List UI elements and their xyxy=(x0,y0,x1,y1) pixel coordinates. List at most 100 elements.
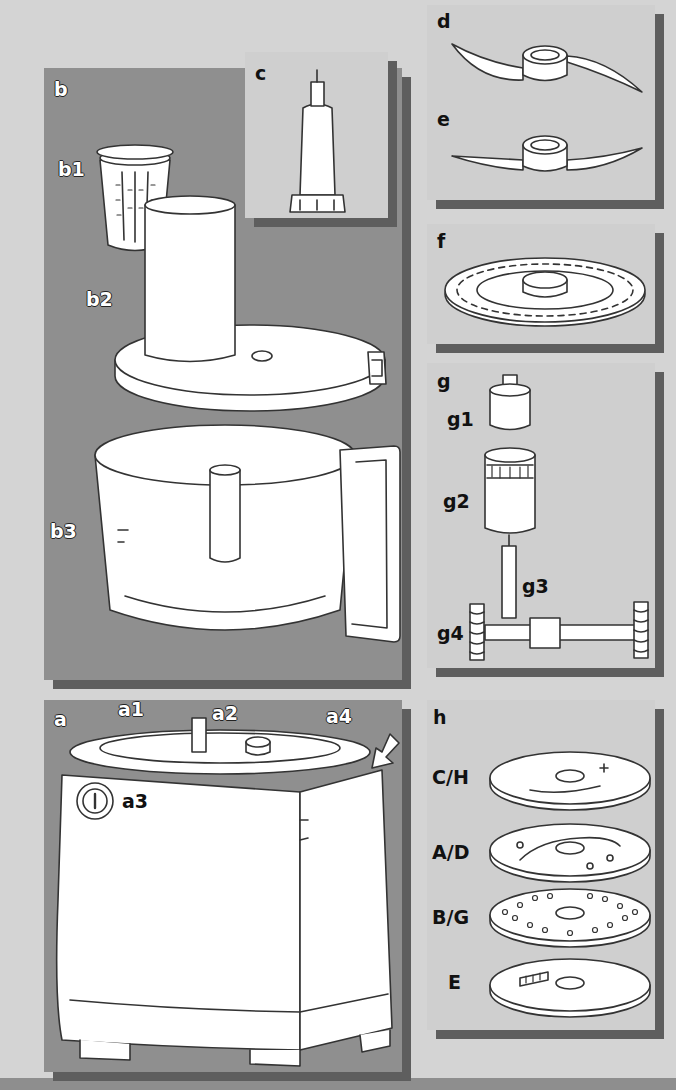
cutting-discs-drawing xyxy=(503,910,508,915)
emulsifying-disc-drawing xyxy=(457,264,633,316)
cutting-discs-drawing xyxy=(490,959,650,1011)
motor-base-drawing xyxy=(300,770,392,1050)
motor-base-drawing xyxy=(246,737,270,747)
part-label: g1 xyxy=(447,408,474,431)
motor-base-drawing xyxy=(80,1030,390,1066)
lid-drawing xyxy=(115,196,386,411)
part-label: g4 xyxy=(437,622,464,645)
cutting-discs-drawing xyxy=(556,977,584,989)
motor-base-drawing xyxy=(100,733,340,763)
bowl-drawing xyxy=(125,596,325,612)
label-holder: b1 xyxy=(58,158,85,181)
cutting-discs-drawing xyxy=(490,752,650,1017)
whisk-drawing xyxy=(519,467,520,478)
whisk-drawing xyxy=(485,625,635,640)
lid-drawing xyxy=(145,196,235,214)
pusher-drawing xyxy=(100,151,170,165)
part-label: b2 xyxy=(86,288,113,311)
pusher-drawing xyxy=(116,184,120,185)
bowl-drawing xyxy=(210,465,240,475)
chopping-blade-drawing xyxy=(452,44,642,92)
emulsifying-disc-drawing xyxy=(523,280,567,297)
label-holder: g3 xyxy=(522,575,549,598)
part-label: a3 xyxy=(122,790,148,813)
whisk-drawing xyxy=(503,375,517,387)
cutting-discs-drawing xyxy=(490,778,650,810)
pusher-drawing xyxy=(116,199,120,200)
parts-panel: hC/HA/DB/GE xyxy=(427,700,655,1030)
panel-letter: b xyxy=(54,78,68,101)
whisk-drawing xyxy=(499,467,500,478)
label-holder: a3 xyxy=(122,790,148,813)
cutting-discs-drawing xyxy=(520,972,548,986)
parts-panel: g g1 g2 g3 g4 xyxy=(427,363,655,668)
pusher-drawing xyxy=(116,185,155,215)
whisk-drawing xyxy=(530,618,560,648)
part-label: a4 xyxy=(326,705,352,728)
lid-drawing xyxy=(372,360,382,376)
bowl-drawing xyxy=(118,530,128,542)
emulsifying-disc-drawing xyxy=(477,271,613,309)
whisk-drawing xyxy=(634,602,648,658)
label-holder: A/D xyxy=(432,841,469,864)
part-label: E xyxy=(448,971,461,994)
panel-letter: f xyxy=(437,230,445,253)
cutting-discs-drawing xyxy=(518,903,523,908)
cutting-discs-drawing xyxy=(588,894,593,899)
whisk-drawing xyxy=(502,546,516,618)
parts-panel: aa1a2a3a4 xyxy=(44,700,402,1072)
dough-blade-drawing xyxy=(523,145,567,171)
drive-shaft-drawing xyxy=(300,104,335,195)
label-holder: C/H xyxy=(432,766,469,789)
part-label: B/G xyxy=(432,906,469,929)
cutting-discs-drawing xyxy=(618,904,623,909)
lid-drawing xyxy=(115,325,385,395)
label-holder: g2 xyxy=(443,490,470,513)
cutting-discs-drawing xyxy=(543,928,548,933)
label-holder: e xyxy=(437,108,450,131)
whisk-drawing xyxy=(509,467,510,478)
label-holder: a4 xyxy=(326,705,352,728)
label-holder: a2 xyxy=(212,702,238,725)
drive-shaft-drawing xyxy=(333,200,335,210)
pusher-drawing xyxy=(151,199,155,200)
cutting-discs-drawing xyxy=(528,923,533,928)
bowl-drawing xyxy=(352,460,387,628)
chopping-blade-drawing xyxy=(567,56,642,92)
whisk-drawing xyxy=(490,390,530,430)
chopping-blade-drawing xyxy=(452,44,523,80)
bowl-drawing xyxy=(95,425,355,485)
label-holder: B/G xyxy=(432,906,469,929)
pusher-drawing xyxy=(97,145,173,251)
drive-shaft-drawing xyxy=(290,70,345,212)
label-holder: E xyxy=(448,971,461,994)
label-holder: c xyxy=(255,62,266,85)
motor-base-drawing xyxy=(57,775,300,1050)
cutting-discs-drawing xyxy=(600,764,608,772)
label-holder: g4 xyxy=(437,622,464,645)
parts-panel: c xyxy=(245,52,388,218)
motor-base-drawing xyxy=(300,820,308,840)
whisk-drawing xyxy=(485,448,535,462)
part-label: a2 xyxy=(212,702,238,725)
pusher-drawing xyxy=(146,172,148,240)
part-label: g3 xyxy=(522,575,549,598)
whisk-drawing xyxy=(470,375,648,660)
label-holder: g xyxy=(437,370,451,393)
whisk-drawing xyxy=(470,612,484,654)
chopping-blade-drawing xyxy=(531,50,559,60)
motor-base-drawing xyxy=(192,718,206,752)
pusher-drawing xyxy=(139,207,143,208)
motor-base-drawing xyxy=(83,789,107,813)
pusher-drawing xyxy=(150,214,154,215)
whisk-drawing xyxy=(485,455,535,533)
cutting-discs-drawing xyxy=(587,863,593,869)
cutting-discs-drawing xyxy=(530,786,600,792)
cutting-discs-drawing xyxy=(526,973,540,983)
emulsifying-disc-drawing xyxy=(445,262,645,326)
lid-drawing xyxy=(115,360,385,411)
motor-base-drawing xyxy=(70,730,370,774)
lid-drawing xyxy=(252,351,272,361)
